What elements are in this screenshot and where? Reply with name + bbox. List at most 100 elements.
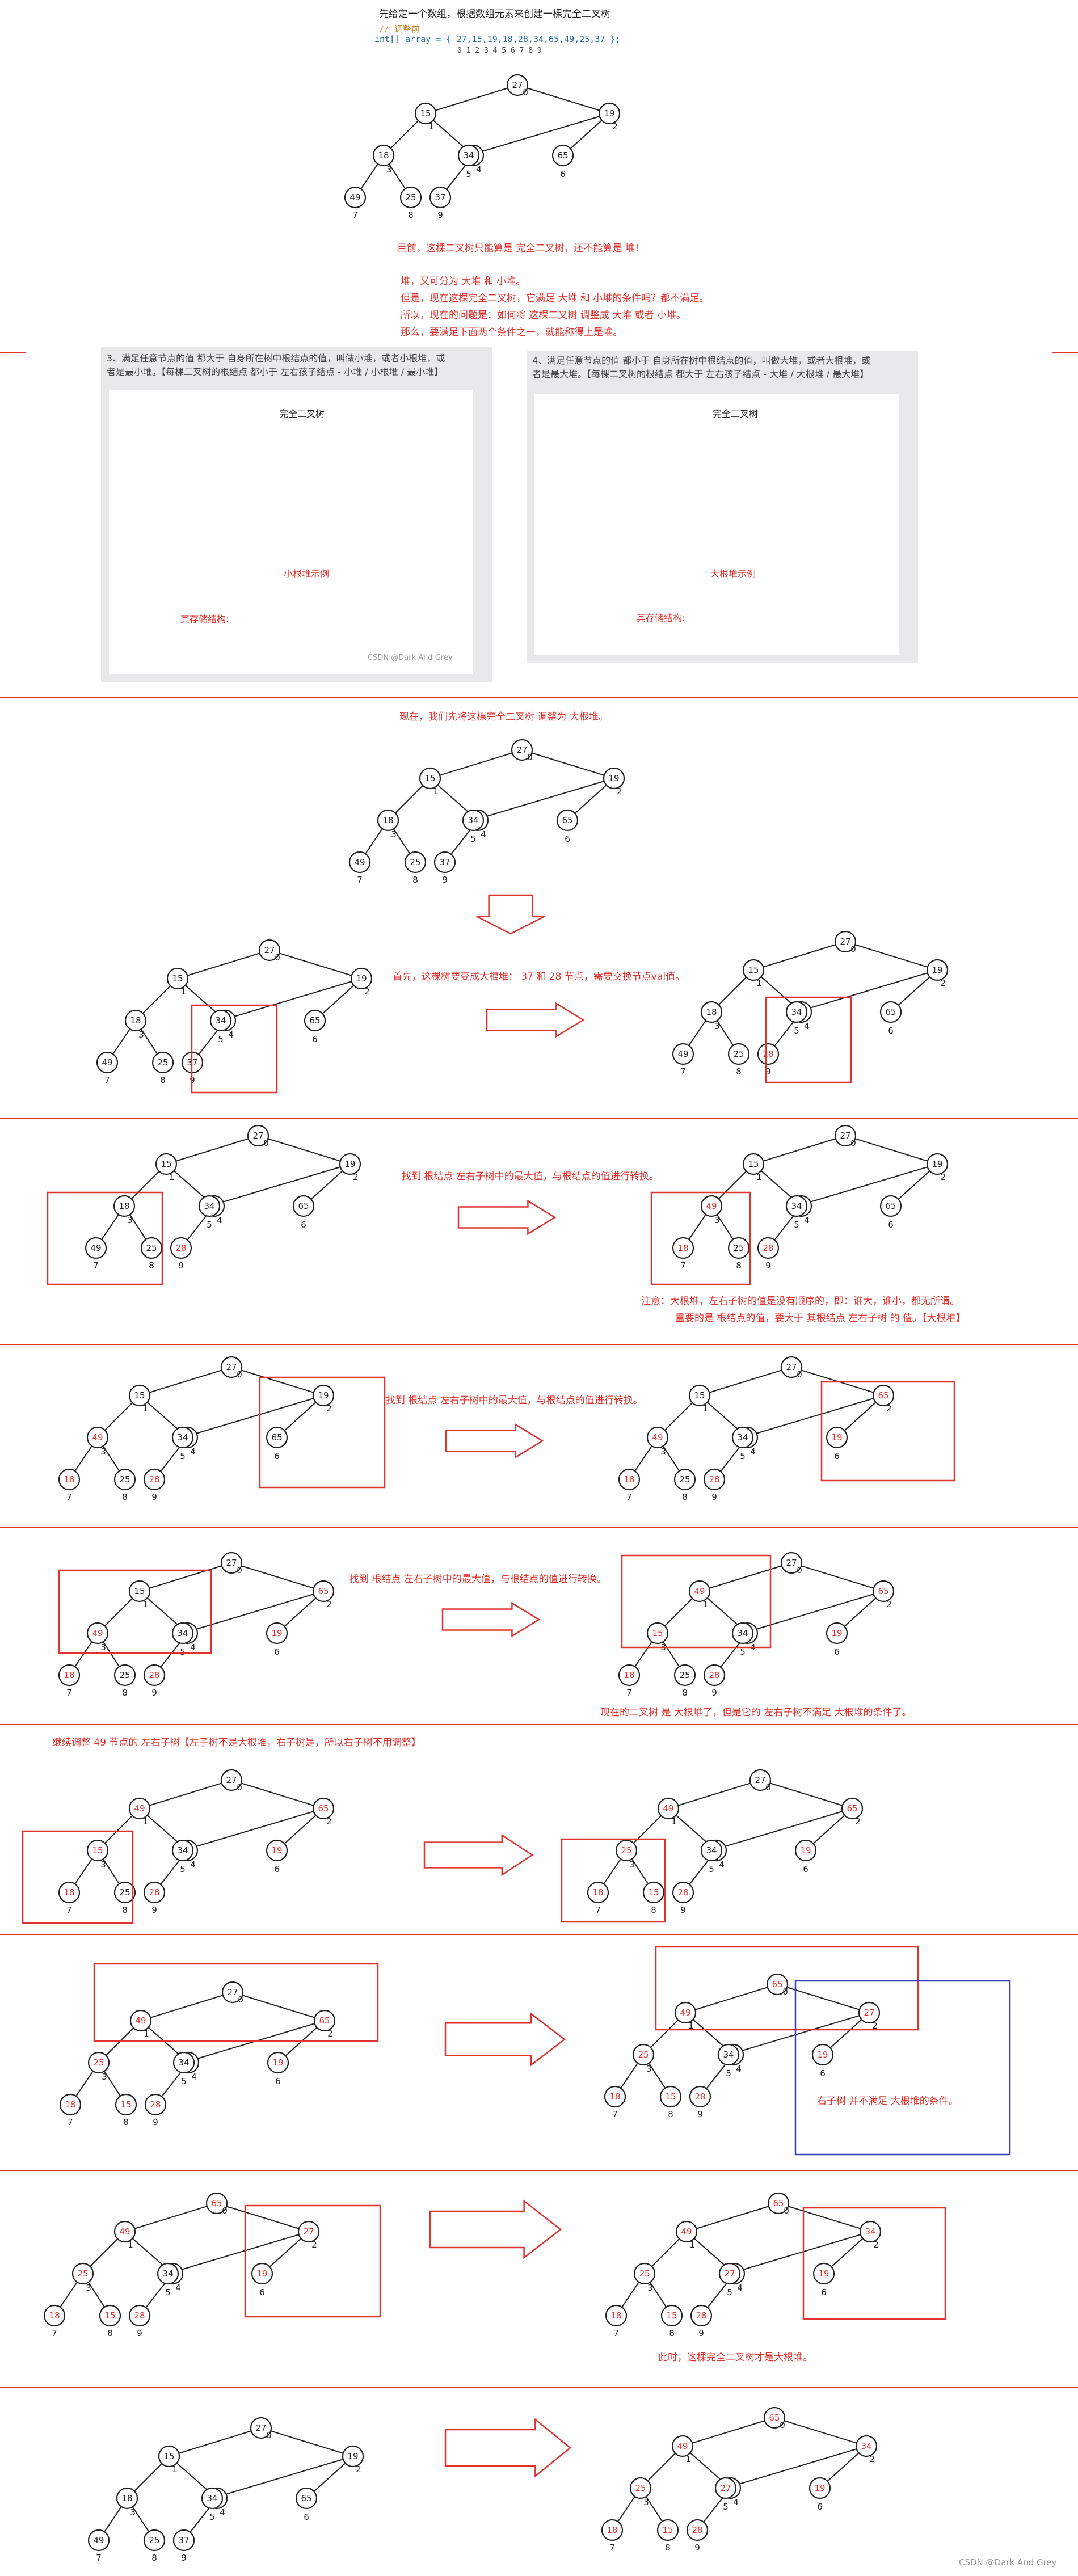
step1-after-node-value: 25: [733, 1049, 744, 1059]
step1-before-node-index: 7: [104, 1075, 110, 1085]
step6-before-node: [313, 2009, 336, 2032]
step5-before-node-value: 34: [177, 1845, 188, 1856]
start-tree-node-value: 19: [608, 773, 619, 783]
step4-after-node-index: 8: [682, 1688, 688, 1698]
note-step4: 找到 根结点 左右子树中的最大值，与根结点的值进行转换。: [349, 1574, 607, 1585]
step2-before-node: [339, 1153, 361, 1175]
min-heap-desc-2: 者是最小堆。【每棵二叉树的根结点 都小于 左右孩子结点 - 小堆 / 小根堆 /…: [107, 366, 444, 377]
step7-after-node: [660, 2304, 683, 2327]
step7-before-node-index: 0: [222, 2206, 228, 2216]
step2-after-node-value: 27: [840, 1131, 850, 1141]
start-tree-node-value: 27: [516, 745, 527, 755]
step1-before-node: [304, 1009, 326, 1032]
note-step6: 右子树 并不满足 大根堆的条件。: [817, 2096, 958, 2107]
step6-after-node-index: 0: [782, 1987, 788, 1997]
final-after-node-value: 34: [861, 2441, 871, 2451]
final-after-node-value: 49: [677, 2441, 688, 2451]
step4-after-node: [780, 1551, 803, 1574]
step5-before-node: [171, 1839, 194, 1862]
step5-before-node: [266, 1839, 288, 1862]
min-heap-title: 完全二叉树: [279, 408, 325, 419]
step6-before-node: [115, 2093, 137, 2116]
step4-after-node-value: 25: [679, 1670, 690, 1680]
step5-after-node-index: 4: [719, 1860, 725, 1870]
step2-after-node: [785, 1195, 808, 1217]
step4-after-edge: [699, 1562, 792, 1592]
panel-watermark: CSDN @Dark And Grey: [368, 654, 453, 662]
step5-before-node-index: 5: [180, 1864, 186, 1874]
step2-after-node-index: 4: [804, 1215, 810, 1225]
step4-after-node: [688, 1580, 711, 1603]
step6-before-node-index: 6: [275, 2076, 281, 2086]
step2-before-node-value: 19: [344, 1159, 355, 1169]
step7-arrow: [429, 2199, 562, 2259]
initial-tree-edge: [468, 113, 610, 156]
step6-after-node: [689, 2085, 711, 2108]
step7-after-node-index: 2: [873, 2240, 879, 2250]
step6-before-node-value: 15: [120, 2099, 131, 2110]
note-conditions: 那么，要满足下面两个条件之一，就能称得上是堆。: [401, 327, 622, 338]
step5-after-edge: [668, 1780, 761, 1809]
step2-after-node: [742, 1153, 765, 1175]
final-before-node-value: 18: [121, 2493, 132, 2503]
step1-after-node: [879, 1001, 902, 1023]
initial-tree-node-value: 37: [435, 192, 445, 203]
step2-after-node-index: 0: [850, 1138, 856, 1148]
step4-before-node-index: 9: [151, 1688, 157, 1698]
final-before-node-index: 4: [220, 2507, 225, 2518]
step1-before-node: [350, 967, 373, 990]
step4-before-node-index: 5: [180, 1647, 186, 1657]
step2-before-node: [292, 1195, 315, 1217]
step6-after-node-value: 65: [772, 1979, 782, 1989]
initial-tree-node-value: 27: [512, 80, 523, 90]
step7-after-node-index: 5: [727, 2287, 732, 2297]
step3-before-node: [86, 1426, 109, 1449]
step3-before-node-value: 25: [119, 1474, 130, 1485]
step3-after-node-value: 34: [737, 1432, 748, 1443]
final-after-node: [855, 2435, 878, 2457]
final-before-node: [250, 2417, 272, 2439]
final-after-edge: [682, 2417, 775, 2447]
step2-before-node: [155, 1153, 178, 1175]
step5-before-node: [86, 1839, 109, 1862]
step6-after-node: [717, 2043, 740, 2066]
step4-before-node: [113, 1664, 136, 1687]
initial-tree-node: [399, 186, 422, 209]
step7-after-edge: [778, 2203, 871, 2232]
note-step0: 现在，我们先将这棵完全二叉树 调整为 大根堆。: [399, 711, 608, 723]
max-heap-storage-label: 其存储结构:: [637, 613, 685, 623]
final-before-node: [116, 2487, 138, 2510]
step6-before-node-value: 25: [93, 2058, 104, 2068]
step4-before-node: [86, 1622, 109, 1645]
final-after-node-index: 5: [723, 2502, 729, 2512]
final-after-node-value: 65: [769, 2413, 780, 2423]
step6-before-node-value: 28: [150, 2099, 161, 2110]
step5-before-node-value: 25: [119, 1887, 130, 1898]
step2-after-node-index: 7: [680, 1260, 686, 1271]
step3-after-node: [673, 1468, 696, 1491]
step1-after-node-value: 49: [677, 1049, 688, 1059]
step5-before-node: [220, 1769, 243, 1791]
step2-after-node-index: 9: [765, 1260, 771, 1271]
code-array: int[] array = { 27,15,19,18,28,34,65,49,…: [374, 34, 621, 44]
note-step1: 首先，这棵树要变成大根堆： 37 和 28 节点，需要交换节点val值。: [393, 971, 685, 983]
step4-before-node-index: 6: [274, 1647, 280, 1657]
start-tree-node-index: 1: [433, 786, 439, 796]
step2-before-node-index: 8: [149, 1260, 154, 1271]
step3-after-node-value: 15: [694, 1390, 705, 1401]
step6-after-node-value: 28: [694, 2092, 705, 2102]
start-tree-node-index: 2: [617, 786, 622, 796]
step7-before-node-value: 15: [104, 2311, 115, 2321]
step2-before-node: [113, 1195, 136, 1217]
step4-after-node-index: 1: [702, 1599, 708, 1609]
step4-after-node-value: 28: [709, 1670, 719, 1680]
step5-before-node-index: 2: [326, 1816, 332, 1827]
step3-before-node-value: 49: [92, 1432, 103, 1443]
step7-after-node-index: 9: [698, 2328, 704, 2338]
start-tree-node-value: 65: [562, 815, 572, 825]
note-step3: 找到 根结点 左右子树中的最大值，与根结点的值进行转换。: [386, 1395, 643, 1406]
step7-before-node-index: 3: [86, 2283, 91, 2293]
final-after-node: [809, 2477, 831, 2499]
initial-tree-node-index: 0: [523, 87, 528, 98]
step5-after-edge: [760, 1780, 853, 1809]
